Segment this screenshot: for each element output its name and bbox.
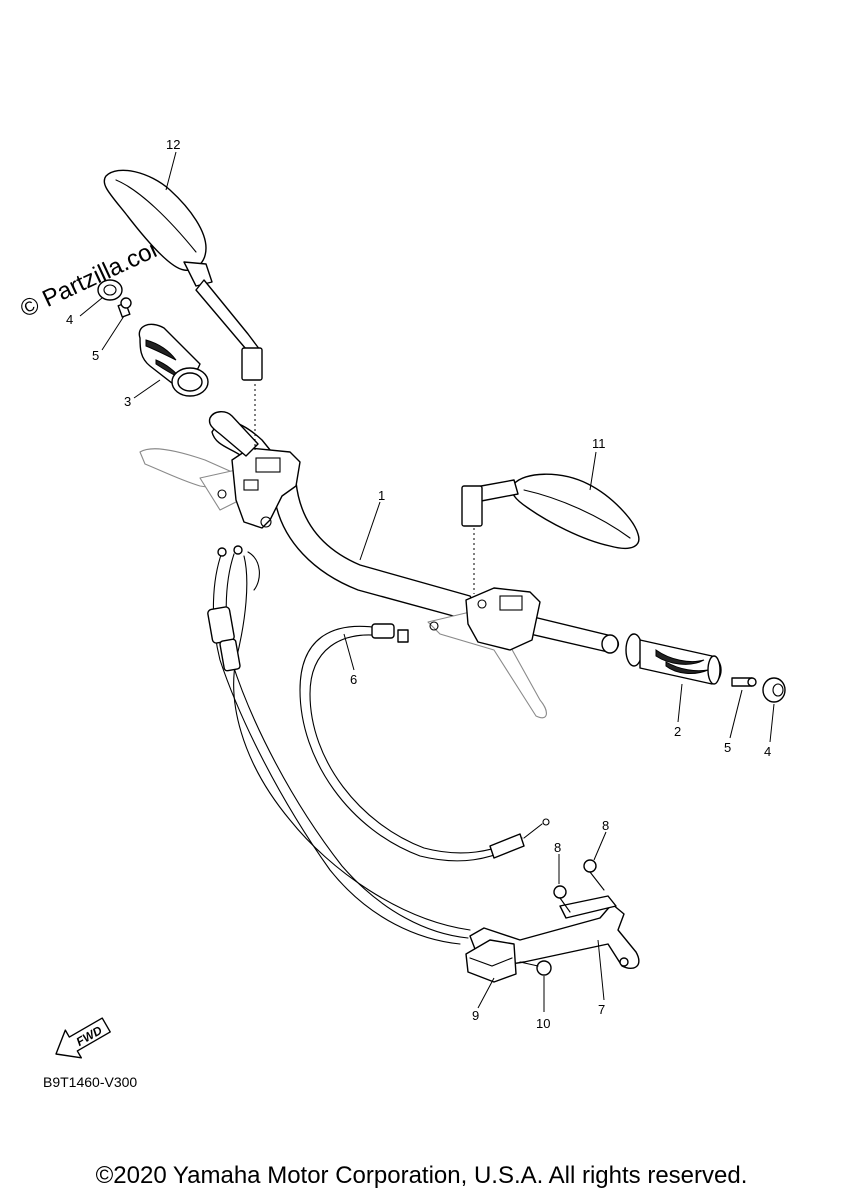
right-mirror (461, 473, 640, 550)
callout-10: 10 (536, 1016, 550, 1031)
callout-8-right: 8 (602, 818, 609, 833)
left-grip-end-screw (117, 297, 132, 318)
cable-stay-bracket (465, 939, 517, 983)
bolt-8-left (553, 885, 571, 913)
callout-6: 6 (350, 672, 357, 687)
callout-8-left: 8 (554, 840, 561, 855)
fwd-arrow-icon: FWD (55, 1017, 111, 1059)
callout-3: 3 (124, 394, 131, 409)
callout-12: 12 (166, 137, 180, 152)
left-grip-end (97, 279, 123, 301)
callout-5-left: 5 (92, 348, 99, 363)
callout-5-right: 5 (724, 740, 731, 755)
callout-11: 11 (592, 436, 606, 451)
bolt-8-right (583, 859, 605, 891)
throttle-cables (207, 545, 471, 945)
left-mirror (103, 169, 263, 381)
callout-4-left: 4 (66, 312, 73, 327)
callout-2: 2 (674, 724, 681, 739)
left-grip (138, 323, 259, 457)
left-switch-housing (217, 447, 301, 529)
copyright-notice: ©2020 Yamaha Motor Corporation, U.S.A. A… (95, 1162, 748, 1189)
right-switch-housing (427, 587, 547, 719)
callout-7: 7 (598, 1002, 605, 1017)
right-grip (625, 633, 722, 685)
right-grip-end (762, 677, 786, 703)
callout-1: 1 (378, 488, 385, 503)
callout-4-right: 4 (764, 744, 771, 759)
left-clutch-lever (139, 448, 241, 511)
clutch-cable (299, 623, 550, 862)
bolt-10 (519, 960, 552, 976)
right-grip-end-screw (731, 677, 757, 687)
diagram-code: B9T1460-V300 (43, 1074, 138, 1090)
callout-9: 9 (472, 1008, 479, 1023)
